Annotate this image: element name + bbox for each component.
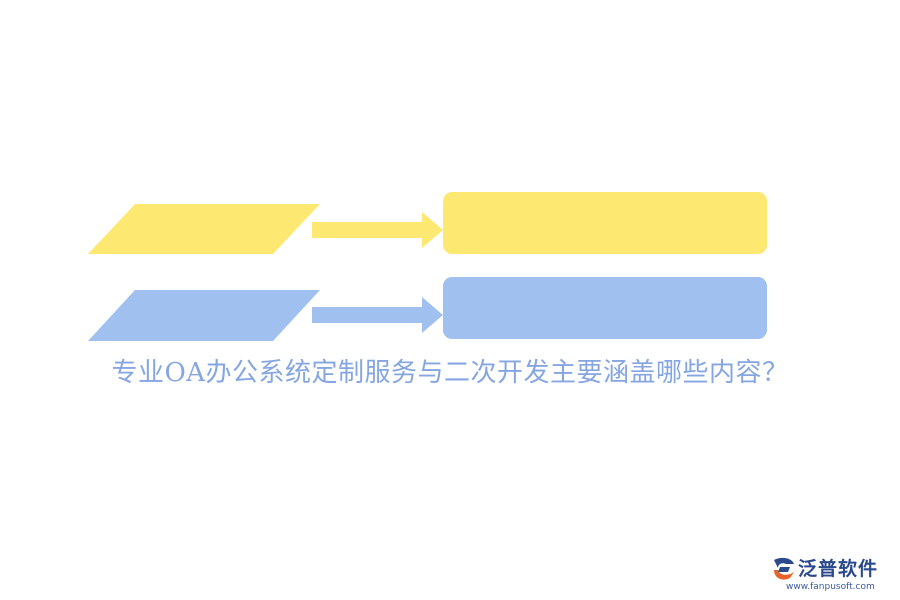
diagram-row-1: [0, 190, 900, 260]
output-box-2: [443, 277, 767, 339]
input-parallelogram-1: [88, 204, 320, 254]
diagram-title: 专业OA办公系统定制服务与二次开发主要涵盖哪些内容？: [111, 358, 789, 388]
arrow-shape-1: [312, 212, 443, 248]
fanpu-logo-icon: [768, 554, 798, 584]
output-box-1: [443, 192, 767, 254]
logo-name: 泛普软件: [798, 558, 879, 580]
arrow-shape-2: [312, 297, 443, 333]
arrow-right-icon: [312, 210, 444, 250]
diagram-row-2: [0, 275, 900, 345]
logo-url: www.fanpusoft.com: [786, 582, 875, 592]
input-parallelogram-2: [88, 290, 320, 341]
arrow-right-icon: [312, 295, 444, 335]
fanpu-logo: 泛普软件 www.fanpusoft.com: [768, 552, 896, 596]
